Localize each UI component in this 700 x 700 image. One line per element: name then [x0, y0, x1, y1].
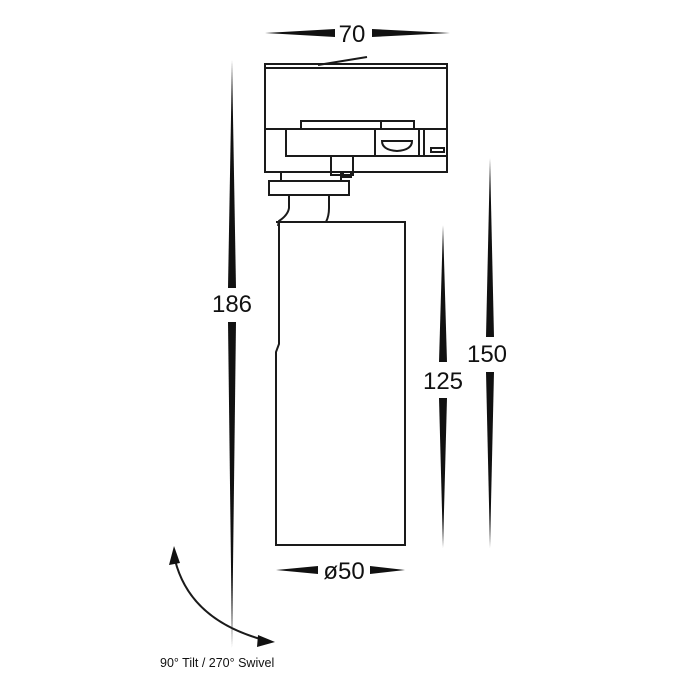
cylinder-body — [275, 221, 406, 546]
head-height-label: 150 — [467, 341, 507, 368]
tilt-swivel-arrow-icon — [169, 546, 275, 647]
head-height-dimension: 150 — [467, 158, 507, 548]
body-length-label: 125 — [423, 368, 463, 395]
width-dimension: 70 — [265, 21, 450, 48]
diameter-label: ø50 — [323, 558, 364, 585]
body-length-dimension: 125 — [423, 225, 463, 548]
total-height-dimension: 186 — [212, 60, 252, 648]
width-label: 70 — [339, 21, 366, 48]
tilt-swivel-caption: 90° Tilt / 270° Swivel — [160, 656, 274, 670]
total-height-label: 186 — [212, 291, 252, 318]
track-adaptor — [264, 56, 448, 178]
swivel-joint — [268, 171, 350, 227]
diameter-dimension: ø50 — [276, 558, 405, 585]
